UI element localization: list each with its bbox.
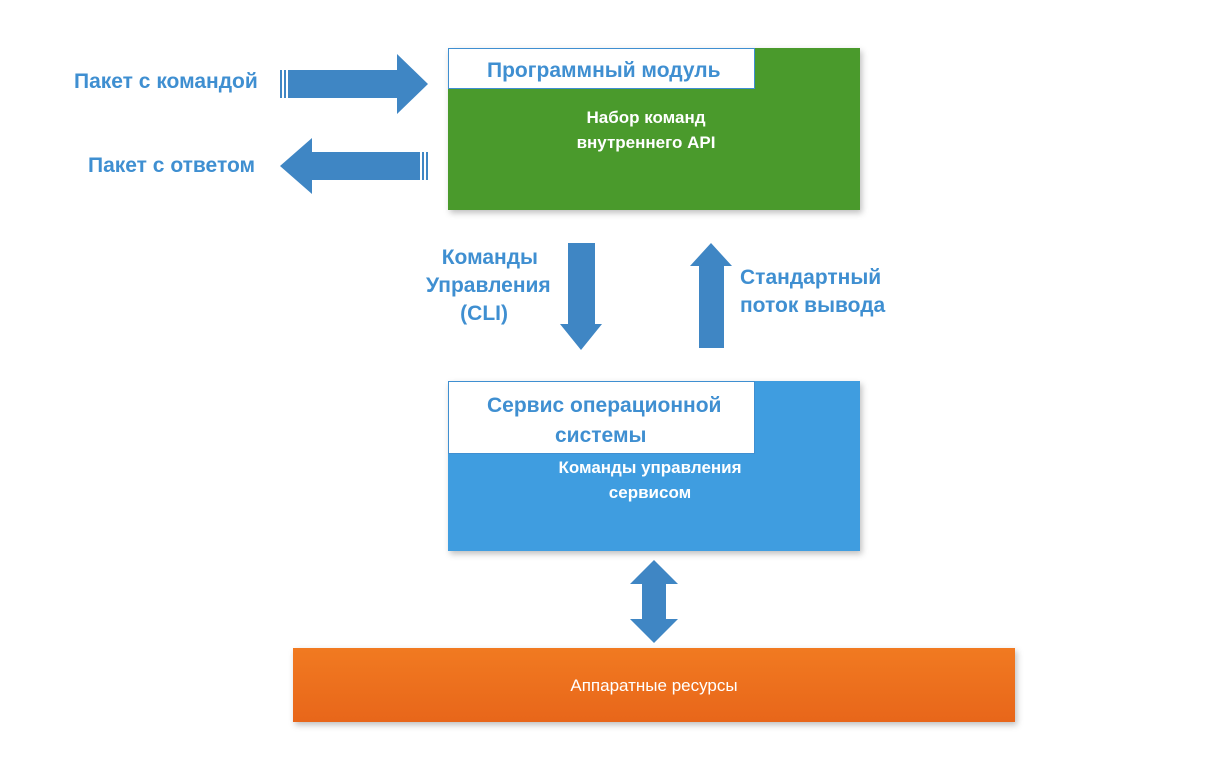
label-cli-commands: Команды Управления (CLI) (426, 244, 551, 328)
os-service-box: Сервис операционной системы Команды упра… (448, 381, 860, 551)
hardware-resources-box: Аппаратные ресурсы (293, 648, 1015, 722)
label-packet-command: Пакет с командой (74, 70, 258, 93)
label-stdout: Стандартный поток вывода (740, 264, 885, 320)
program-module-title: Программный модуль (448, 48, 755, 89)
program-module-box: Программный модуль Набор команд внутренн… (448, 48, 860, 210)
label-stdout-line1: Стандартный (740, 266, 882, 289)
os-service-body-line2: сервисом (608, 483, 692, 502)
arrow-command-in (280, 54, 428, 114)
os-service-body: Команды управления сервисом (540, 455, 760, 505)
label-cli-line1: Команды (441, 246, 538, 269)
arrow-answer-out (280, 138, 428, 194)
arrow-service-hardware-bidirectional (630, 560, 678, 643)
os-service-title-line1: Сервис операционной (487, 394, 722, 417)
hardware-resources-label: Аппаратные ресурсы (570, 676, 738, 695)
label-packet-answer: Пакет с ответом (88, 154, 256, 177)
program-module-body-line1: Набор команд (586, 108, 706, 127)
os-service-body-line1: Команды управления (558, 458, 742, 477)
program-module-body-line2: внутреннего API (576, 133, 716, 152)
label-stdout-line2: поток вывода (740, 294, 886, 317)
label-cli-line2: Управления (426, 274, 551, 297)
program-module-body: Набор команд внутреннего API (556, 105, 736, 155)
arrow-stdout-up (690, 243, 732, 348)
arrow-cli-down (560, 243, 602, 350)
os-service-title-line2: системы (555, 424, 647, 447)
label-cli-line3: (CLI) (460, 302, 508, 325)
os-service-title: Сервис операционной системы (448, 381, 755, 454)
